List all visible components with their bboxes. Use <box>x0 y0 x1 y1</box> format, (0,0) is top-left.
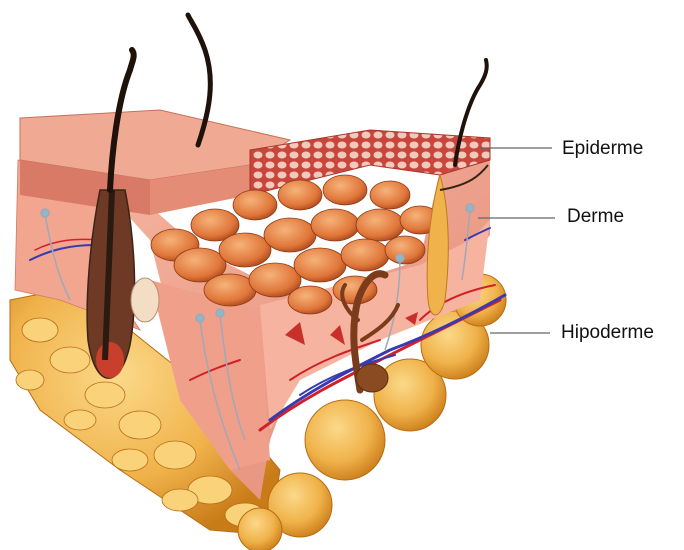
dermis-label: Derme <box>567 206 624 228</box>
hypodermis-label: Hipoderme <box>561 322 654 344</box>
epidermis-label: Epiderme <box>562 138 643 160</box>
